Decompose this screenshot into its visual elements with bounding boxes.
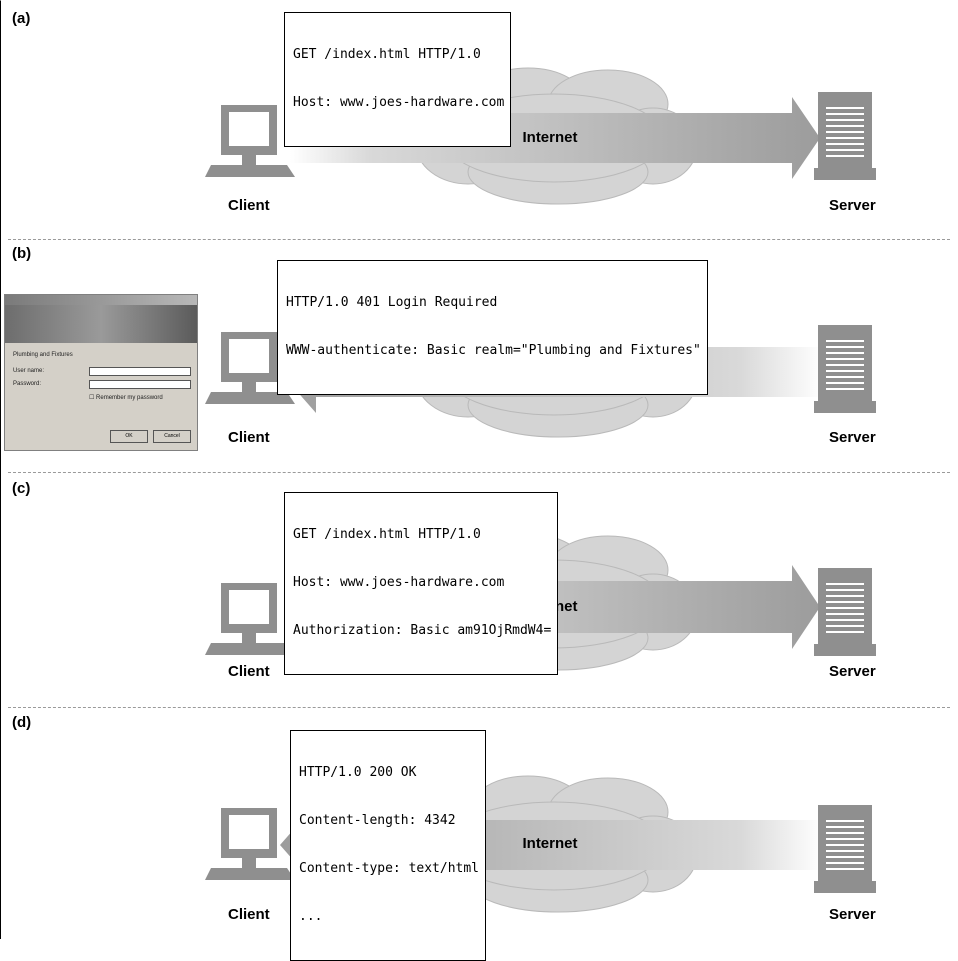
client-computer-icon: [205, 808, 295, 880]
dialog-realm: Plumbing and Fixtures: [13, 352, 73, 358]
panel-label: (c): [12, 480, 31, 497]
server-label: Server: [829, 197, 876, 214]
panel-label: (a): [12, 10, 31, 27]
http-response-message: HTTP/1.0 200 OK Content-length: 4342 Con…: [290, 730, 487, 961]
panel-d: (d) HTTP/1.0 200 OK Content-length: 4342…: [0, 704, 958, 961]
http-response-message: HTTP/1.0 401 Login Required WWW-authenti…: [277, 260, 708, 395]
panel-c: (c) GET /index.html HTTP/1.0 Host: www.j…: [0, 470, 958, 705]
panel-label: (d): [12, 714, 32, 731]
dialog-title-bar: [5, 295, 197, 305]
server-icon: [814, 325, 876, 413]
message-line: ...: [299, 909, 323, 924]
message-line: HTTP/1.0 401 Login Required: [286, 295, 498, 310]
panel-a: (a) GET /index.html HTTP/1.0 Host: www.j…: [0, 0, 958, 235]
server-label: Server: [829, 429, 876, 446]
figure-frame: [0, 0, 1, 939]
server-label: Server: [829, 663, 876, 680]
message-line: HTTP/1.0 200 OK: [299, 765, 417, 780]
remember-label: Remember my password: [96, 395, 163, 401]
dialog-banner: [5, 305, 197, 343]
message-line: Authorization: Basic am91OjRmdW4=: [293, 623, 552, 638]
message-line: GET /index.html HTTP/1.0: [293, 47, 481, 62]
user-name-label: User name:: [13, 368, 45, 374]
divider: [8, 472, 950, 473]
client-computer-icon: [205, 332, 295, 404]
server-icon: [814, 92, 876, 180]
client-computer-icon: [205, 105, 295, 177]
ok-button[interactable]: OK: [110, 430, 148, 443]
message-line: WWW-authenticate: Basic realm="Plumbing …: [286, 343, 701, 358]
user-name-input[interactable]: [89, 367, 191, 376]
password-input[interactable]: [89, 380, 191, 389]
client-label: Client: [228, 197, 270, 214]
message-line: Content-length: 4342: [299, 813, 456, 828]
server-icon: [814, 805, 876, 893]
client-label: Client: [228, 663, 270, 680]
password-label: Password:: [13, 381, 42, 387]
server-label: Server: [829, 906, 876, 923]
message-line: GET /index.html HTTP/1.0: [293, 527, 481, 542]
panel-label: (b): [12, 245, 32, 262]
server-icon: [814, 568, 876, 656]
divider: [8, 707, 950, 708]
internet-label: Internet: [522, 835, 578, 852]
http-request-message: GET /index.html HTTP/1.0 Host: www.joes-…: [284, 492, 559, 675]
http-request-message: GET /index.html HTTP/1.0 Host: www.joes-…: [284, 12, 512, 147]
message-line: Content-type: text/html: [299, 861, 480, 876]
cancel-button[interactable]: Cancel: [153, 430, 191, 443]
login-dialog: Plumbing and Fixtures User name: Passwor…: [4, 294, 198, 451]
client-computer-icon: [205, 583, 295, 655]
client-label: Client: [228, 429, 270, 446]
remember-checkbox[interactable]: ☐ Remember my password: [89, 395, 163, 401]
message-line: Host: www.joes-hardware.com: [293, 95, 505, 110]
panel-b: (b) Plumbing and Fixtures User name: Pas…: [0, 235, 958, 470]
client-label: Client: [228, 906, 270, 923]
message-line: Host: www.joes-hardware.com: [293, 575, 505, 590]
divider: [8, 239, 950, 240]
